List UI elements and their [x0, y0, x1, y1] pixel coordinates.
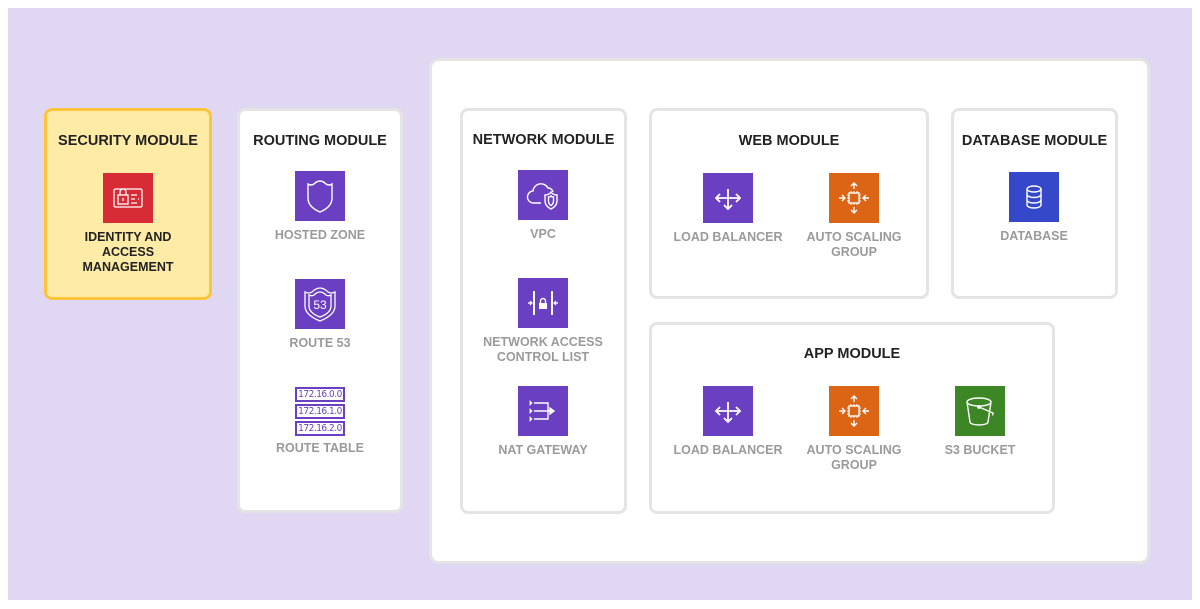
nacl-node[interactable]: NETWORK ACCESS CONTROL LIST — [473, 278, 613, 365]
database-module-title: DATABASE MODULE — [961, 133, 1108, 149]
load-balancer-icon — [703, 173, 753, 223]
app-module-title: APP MODULE — [803, 346, 901, 362]
database-node[interactable]: DATABASE — [964, 172, 1104, 244]
iam-id-card-lock-icon — [103, 173, 153, 223]
database-module[interactable]: DATABASE MODULE DATABASE — [951, 108, 1118, 299]
app-module[interactable]: APP MODULE LOAD BALANCER AUTO SCALING GR… — [649, 322, 1055, 514]
hosted-zone-node[interactable]: HOSTED ZONE — [250, 171, 390, 243]
nat-gateway-node[interactable]: NAT GATEWAY — [473, 386, 613, 458]
iam-label: IDENTITY AND ACCESS MANAGEMENT — [82, 230, 174, 274]
app-auto-scaling-node[interactable]: AUTO SCALING GROUP — [784, 386, 924, 473]
routing-module-title: ROUTING MODULE — [253, 133, 387, 149]
network-module[interactable]: NETWORK MODULE VPC NETWORK ACCESS CONTRO… — [460, 108, 627, 514]
web-auto-scaling-node[interactable]: AUTO SCALING GROUP — [784, 173, 924, 260]
web-load-balancer-label: LOAD BALANCER — [673, 230, 783, 244]
security-module[interactable]: SECURITY MODULE IDENTITY AND ACCESS MANA… — [44, 108, 212, 300]
load-balancer-icon — [703, 386, 753, 436]
route53-label: ROUTE 53 — [289, 336, 351, 350]
nat-gateway-label: NAT GATEWAY — [498, 443, 588, 457]
route-entry: 172.16.1.0 — [295, 404, 345, 419]
vpc-label: VPC — [530, 227, 556, 241]
vpc-node[interactable]: VPC — [473, 170, 613, 242]
database-label: DATABASE — [1000, 229, 1068, 243]
route53-badge: 53 — [313, 298, 327, 312]
web-load-balancer-node[interactable]: LOAD BALANCER — [658, 173, 798, 245]
route-entry: 172.16.2.0 — [295, 421, 345, 436]
route-table-label: ROUTE TABLE — [276, 441, 364, 455]
app-auto-scaling-label: AUTO SCALING GROUP — [806, 443, 902, 472]
route-entry: 172.16.0.0 — [295, 387, 345, 402]
shield-icon — [295, 171, 345, 221]
nacl-label: NETWORK ACCESS CONTROL LIST — [483, 335, 603, 364]
web-auto-scaling-label: AUTO SCALING GROUP — [806, 230, 902, 259]
nacl-lock-icon — [518, 278, 568, 328]
iam-node[interactable]: IDENTITY AND ACCESS MANAGEMENT — [58, 173, 198, 275]
app-load-balancer-label: LOAD BALANCER — [673, 443, 783, 457]
web-module-title: WEB MODULE — [738, 133, 840, 149]
database-icon — [1009, 172, 1059, 222]
cloud-shield-icon — [518, 170, 568, 220]
bucket-icon — [955, 386, 1005, 436]
s3-bucket-node[interactable]: S3 BUCKET — [910, 386, 1050, 458]
route-table-icon: 172.16.0.0 172.16.1.0 172.16.2.0 — [295, 387, 345, 436]
security-module-title: SECURITY MODULE — [58, 133, 198, 149]
auto-scaling-icon — [829, 386, 879, 436]
s3-bucket-label: S3 BUCKET — [944, 443, 1016, 457]
auto-scaling-icon — [829, 173, 879, 223]
network-module-title: NETWORK MODULE — [472, 132, 615, 148]
hosted-zone-label: HOSTED ZONE — [274, 228, 366, 242]
route53-shield-icon: 53 — [295, 279, 345, 329]
app-load-balancer-node[interactable]: LOAD BALANCER — [658, 386, 798, 458]
web-module[interactable]: WEB MODULE LOAD BALANCER AUTO SCALING GR… — [649, 108, 929, 299]
route-table-node[interactable]: 172.16.0.0 172.16.1.0 172.16.2.0 ROUTE T… — [250, 387, 390, 456]
routing-module[interactable]: ROUTING MODULE HOSTED ZONE 53 ROUTE 53 1… — [237, 108, 403, 513]
nat-gateway-icon — [518, 386, 568, 436]
route53-node[interactable]: 53 ROUTE 53 — [250, 279, 390, 351]
